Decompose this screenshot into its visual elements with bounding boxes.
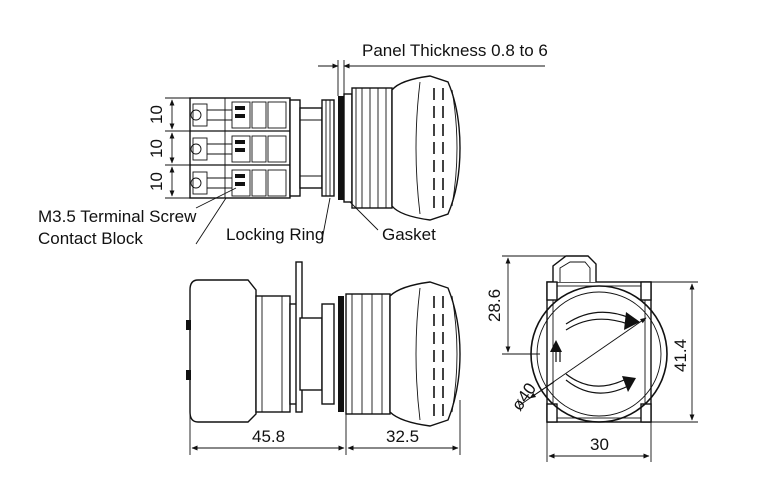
front-view: ø40: [508, 255, 668, 423]
leader-callouts: M3.5 Terminal Screw Contact Block Lockin…: [38, 187, 436, 248]
length-dimensions: 45.8 32.5: [189, 400, 461, 455]
pitch-1-label: 10: [147, 105, 166, 124]
contact-block-stack: [189, 97, 291, 199]
bottom-side-view: [186, 261, 461, 427]
overall-height-label: 41.4: [671, 339, 690, 372]
panel-thickness-callout: Panel Thickness 0.8 to 6: [318, 41, 548, 96]
gasket-label: Gasket: [382, 225, 436, 244]
bezel-height-label: 28.6: [485, 289, 504, 322]
locking-ring-label: Locking Ring: [226, 225, 324, 244]
panel-thickness-label: Panel Thickness 0.8 to 6: [362, 41, 548, 60]
diameter-label: ø40: [508, 379, 540, 414]
front-length-label: 32.5: [386, 427, 419, 446]
pitch-2-label: 10: [147, 139, 166, 158]
rear-length-label: 45.8: [252, 427, 285, 446]
front-dimensions: 28.6 41.4 30: [485, 255, 698, 462]
terminal-screw-icon: [190, 106, 245, 189]
terminal-screw-label: M3.5 Terminal Screw: [38, 207, 197, 226]
width-label: 30: [590, 435, 609, 454]
contact-block-label: Contact Block: [38, 229, 143, 248]
pitch-3-label: 10: [147, 172, 166, 191]
pitch-dimensions: 10 10 10: [147, 97, 190, 199]
top-side-view: [189, 75, 461, 221]
